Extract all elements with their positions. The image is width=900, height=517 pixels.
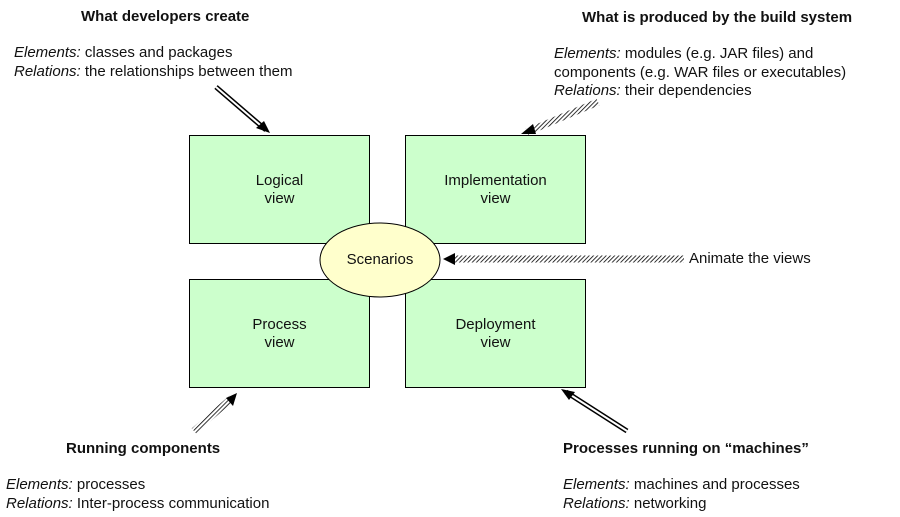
process-view-title: Process bbox=[252, 315, 307, 333]
relations-key: Relations: bbox=[554, 82, 621, 99]
arrow-bottom-left bbox=[191, 393, 237, 434]
logical-view-box: Logical view bbox=[189, 135, 370, 244]
relations-value: networking bbox=[629, 495, 707, 512]
top-right-elements-line: Elements: modules (e.g. JAR files) and bbox=[554, 44, 813, 63]
relations-value: their dependencies bbox=[620, 82, 752, 99]
top-left-relations-line: Relations: the relationships between the… bbox=[14, 62, 293, 81]
heading-processes-machines: Processes running on “machines” bbox=[563, 440, 809, 457]
elements-value: processes bbox=[72, 476, 146, 493]
top-right-relations-line: Relations: their dependencies bbox=[554, 81, 752, 100]
elements-value: classes and packages bbox=[80, 44, 233, 61]
animate-views-label: Animate the views bbox=[689, 250, 811, 267]
top-right-elements-line2: components (e.g. WAR files or executable… bbox=[554, 64, 847, 81]
elements-key: Elements: bbox=[6, 476, 73, 493]
arrow-top-left bbox=[214, 85, 270, 133]
bottom-right-elements-line: Elements: machines and processes bbox=[563, 475, 800, 494]
arrow-bottom-right bbox=[561, 389, 629, 434]
implementation-view-subtitle: view bbox=[480, 189, 511, 207]
relations-key: Relations: bbox=[14, 63, 81, 80]
scenarios-ellipse bbox=[319, 222, 441, 298]
implementation-view-title: Implementation bbox=[444, 171, 547, 189]
bottom-left-relations-line: Relations: Inter-process communication bbox=[6, 494, 269, 513]
heading-build-system: What is produced by the build system bbox=[582, 9, 853, 26]
bottom-right-relations-line: Relations: networking bbox=[563, 494, 706, 513]
process-view-subtitle: view bbox=[264, 333, 295, 351]
heading-running-components: Running components bbox=[66, 440, 221, 457]
logical-view-title: Logical bbox=[255, 171, 304, 189]
bottom-left-elements-line: Elements: processes bbox=[6, 475, 145, 494]
relations-key: Relations: bbox=[6, 495, 73, 512]
arrow-animate bbox=[443, 253, 684, 265]
relations-key: Relations: bbox=[563, 495, 630, 512]
deployment-view-box: Deployment view bbox=[405, 279, 586, 388]
scenarios-label: Scenarios bbox=[346, 251, 414, 268]
relations-value: Inter-process communication bbox=[72, 495, 270, 512]
elements-key: Elements: bbox=[563, 476, 630, 493]
elements-key: Elements: bbox=[554, 45, 621, 62]
deployment-view-title: Deployment bbox=[455, 315, 536, 333]
process-view-box: Process view bbox=[189, 279, 370, 388]
elements-key: Elements: bbox=[14, 44, 81, 61]
deployment-view-subtitle: view bbox=[480, 333, 511, 351]
heading-developers-create: What developers create bbox=[81, 8, 250, 25]
relations-value: the relationships between them bbox=[80, 63, 293, 80]
elements-value: modules (e.g. JAR files) and bbox=[620, 45, 814, 62]
implementation-view-box: Implementation view bbox=[405, 135, 586, 244]
arrow-top-right bbox=[521, 98, 600, 136]
elements-value: machines and processes bbox=[629, 476, 800, 493]
logical-view-subtitle: view bbox=[264, 189, 295, 207]
top-left-elements-line: Elements: classes and packages bbox=[14, 43, 232, 62]
